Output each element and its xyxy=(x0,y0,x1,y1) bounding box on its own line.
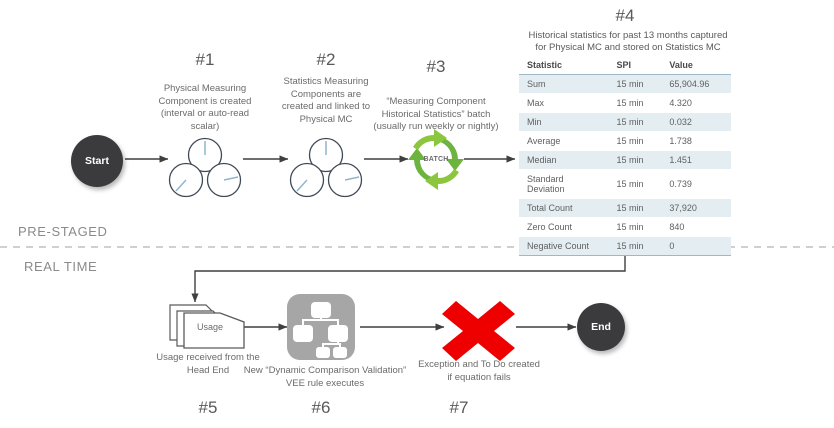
cell-statistic: Average xyxy=(519,131,609,151)
step-7-caption-text: Exception and To Do created if equation … xyxy=(418,359,540,383)
cell-statistic: Sum xyxy=(519,74,609,94)
start-node-label: Start xyxy=(85,155,109,167)
cell-statistic: Zero Count xyxy=(519,217,609,237)
statistics-table-title: Historical statistics for past 13 months… xyxy=(520,30,736,54)
statistics-table-head: Statistic SPI Value xyxy=(519,56,731,75)
band-label-realtime-text: REAL TIME xyxy=(24,259,98,274)
cell-spi: 15 min xyxy=(608,74,662,94)
step-3-caption-text: “Measuring Component Historical Statisti… xyxy=(373,96,499,132)
end-node[interactable]: End xyxy=(577,303,625,351)
cell-value: 65,904.96 xyxy=(661,74,731,94)
step-5-number-text: #5 xyxy=(198,398,218,417)
cell-statistic: Standard Deviation xyxy=(519,169,609,199)
cell-value: 1.451 xyxy=(661,150,731,170)
step-6-caption-text: New “Dynamic Comparison Validation” VEE … xyxy=(243,365,407,389)
step-1-caption-text: Physical Measuring Component is created … xyxy=(158,83,252,132)
cell-spi: 15 min xyxy=(608,198,662,218)
step-4-number: #4 xyxy=(585,6,665,26)
cell-spi: 15 min xyxy=(608,150,662,170)
cell-statistic: Max xyxy=(519,93,609,113)
step-2-caption: Statistics Measuring Components are crea… xyxy=(279,76,373,126)
col-header-value: Value xyxy=(661,56,731,75)
step-7-number-text: #7 xyxy=(449,398,469,417)
cell-spi: 15 min xyxy=(608,93,662,113)
statistics-table-header-row: Statistic SPI Value xyxy=(519,56,731,75)
col-header-statistic: Statistic xyxy=(519,56,609,75)
cell-value: 0.032 xyxy=(661,112,731,132)
cell-spi: 15 min xyxy=(608,131,662,151)
cell-spi: 15 min xyxy=(608,236,662,256)
band-label-realtime: REAL TIME xyxy=(24,259,97,274)
cell-value: 0 xyxy=(661,236,731,256)
step-1-number-text: #1 xyxy=(195,50,215,69)
step-6-number-text: #6 xyxy=(311,398,331,417)
step-3-caption: “Measuring Component Historical Statisti… xyxy=(372,96,500,134)
step-4-number-text: #4 xyxy=(615,6,635,25)
step-7-caption: Exception and To Do created if equation … xyxy=(417,359,541,384)
step-6-number: #6 xyxy=(281,398,361,418)
meter-dials-icon-2 xyxy=(289,137,363,198)
step-5-caption-text: Usage received from the Head End xyxy=(156,352,260,376)
cell-value: 840 xyxy=(661,217,731,237)
step-3-number-text: #3 xyxy=(426,57,446,76)
statistics-table-title-line1: Historical statistics for past 13 months… xyxy=(528,30,728,41)
step-2-caption-text: Statistics Measuring Components are crea… xyxy=(281,76,371,125)
step-3-number: #3 xyxy=(396,57,476,77)
cell-statistic: Total Count xyxy=(519,198,609,218)
step-5-caption: Usage received from the Head End xyxy=(148,352,268,377)
cell-spi: 15 min xyxy=(608,112,662,132)
step-7-number: #7 xyxy=(419,398,499,418)
cell-statistic: Median xyxy=(519,150,609,170)
start-node[interactable]: Start xyxy=(71,135,123,187)
end-node-label: End xyxy=(591,321,611,333)
cell-value: 4.320 xyxy=(661,93,731,113)
step-1-caption: Physical Measuring Component is created … xyxy=(155,83,255,133)
step-2-number-text: #2 xyxy=(316,50,336,69)
batch-label: BATCH xyxy=(418,156,454,163)
step-5-number: #5 xyxy=(168,398,248,418)
usage-document-label-text: Usage xyxy=(196,322,223,332)
step-1-number: #1 xyxy=(165,50,245,70)
cell-statistic: Min xyxy=(519,112,609,132)
cell-value: 1.738 xyxy=(661,131,731,151)
cell-value: 0.739 xyxy=(661,169,731,199)
statistics-table-title-line2: for Physical MC and stored on Statistics… xyxy=(535,42,721,53)
band-label-prestaged-text: PRE-STAGED xyxy=(18,224,108,239)
batch-label-text: BATCH xyxy=(423,156,449,163)
cell-statistic: Negative Count xyxy=(519,236,609,256)
red-x-icon xyxy=(442,301,515,361)
col-header-spi: SPI xyxy=(608,56,662,75)
meter-dials-icon-1 xyxy=(168,137,242,198)
usage-document-label: Usage xyxy=(188,322,232,332)
cell-spi: 15 min xyxy=(608,217,662,237)
band-label-prestaged: PRE-STAGED xyxy=(18,224,108,239)
vee-rule-hierarchy-icon xyxy=(287,294,355,360)
step-2-number: #2 xyxy=(286,50,366,70)
cell-spi: 15 min xyxy=(608,169,662,199)
cell-value: 37,920 xyxy=(661,198,731,218)
step-6-caption: New “Dynamic Comparison Validation” VEE … xyxy=(237,365,413,390)
